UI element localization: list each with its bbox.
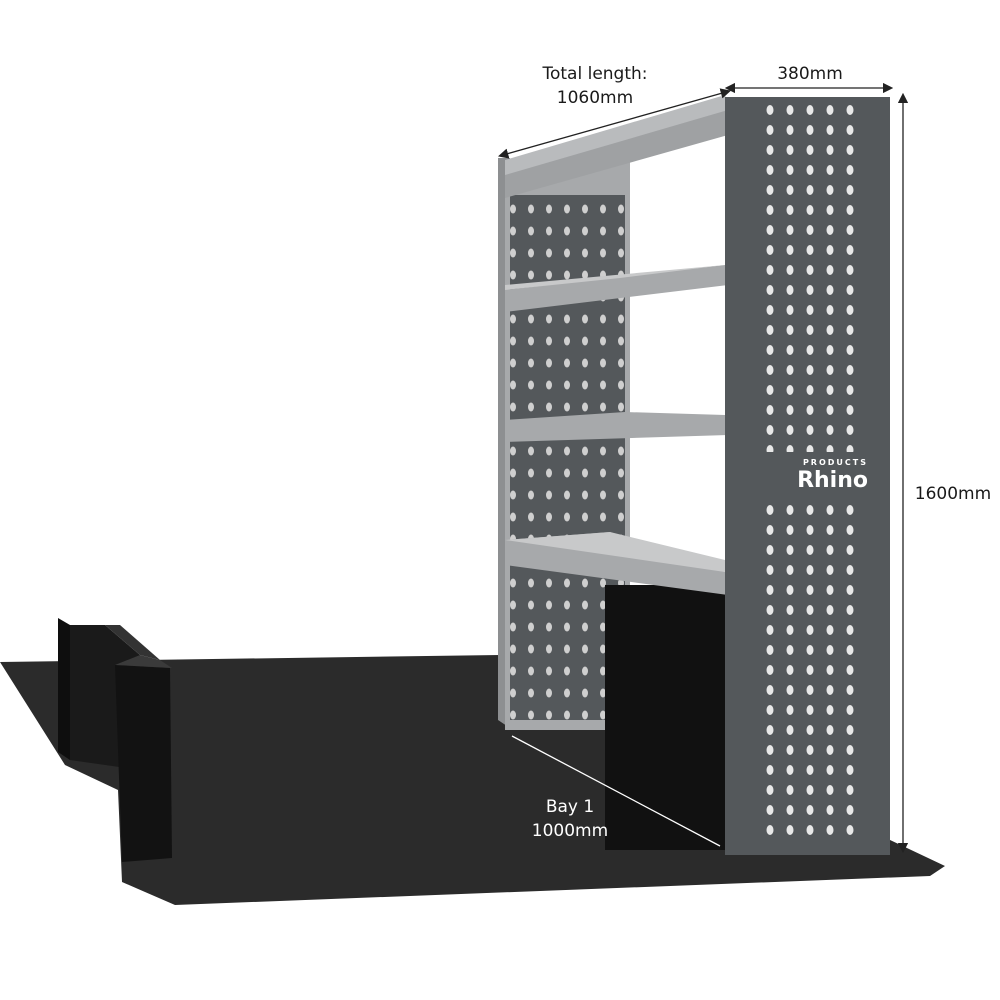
logo-brand: Rhino bbox=[797, 468, 868, 493]
bay-title: Bay 1 bbox=[545, 797, 595, 817]
bay-label: Bay 1 1000mm bbox=[515, 795, 625, 843]
bay-value: 1000mm bbox=[531, 821, 609, 841]
total-length-label: Total length: 1060mm bbox=[525, 62, 665, 110]
height-label: 1600mm bbox=[914, 484, 992, 504]
depth-label: 380mm bbox=[777, 64, 843, 84]
logo-sub: PRODUCTS bbox=[802, 458, 868, 467]
bay-dimension-line bbox=[511, 735, 721, 847]
total-length-title: Total length: bbox=[542, 64, 648, 84]
kick-panel bbox=[605, 585, 725, 850]
rhino-logo: PRODUCTS Rhino bbox=[768, 458, 868, 494]
total-length-value: 1060mm bbox=[556, 88, 634, 108]
front-end-panel bbox=[725, 97, 890, 855]
total-length-dimension-line bbox=[497, 88, 732, 159]
wheel-arch bbox=[58, 618, 172, 862]
